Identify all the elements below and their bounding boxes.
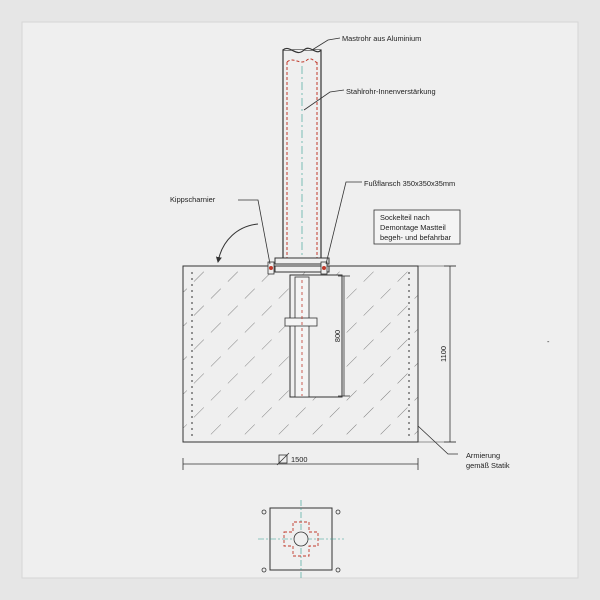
dim-800-label: 800 xyxy=(333,330,342,342)
dim-1500-label: 1500 xyxy=(291,455,307,464)
base-note-box: Sockelteil nach Demontage Mastteil begeh… xyxy=(373,209,461,245)
stray-mark: - xyxy=(547,337,550,346)
leader-lines xyxy=(238,37,458,455)
label-tilt-hinge: Kippscharnier xyxy=(170,195,216,204)
base-note-line3: begeh- und befahrbar xyxy=(380,233,452,242)
tilt-arc-arrow xyxy=(215,223,259,263)
flange-plan-view xyxy=(258,500,344,578)
dim-1100-label: 1100 xyxy=(439,346,448,362)
label-reinforcement-line2: gemäß Statik xyxy=(466,461,510,470)
foot-flange xyxy=(267,257,330,275)
mast-pipe xyxy=(282,47,322,263)
label-mast-pipe: Mastrohr aus Aluminium xyxy=(342,34,421,43)
diameter-symbol xyxy=(276,452,290,466)
base-note-line1: Sockelteil nach xyxy=(380,213,430,222)
dimension-lines xyxy=(182,265,456,470)
label-steel-insert: Stahlrohr-Innenverstärkung xyxy=(346,87,436,96)
foundation-sleeve xyxy=(284,274,343,398)
base-note-line2: Demontage Mastteil xyxy=(380,223,446,232)
label-reinforcement-line1: Armierung xyxy=(466,451,500,460)
label-foot-flange: Fußflansch 350x350x35mm xyxy=(364,179,455,188)
